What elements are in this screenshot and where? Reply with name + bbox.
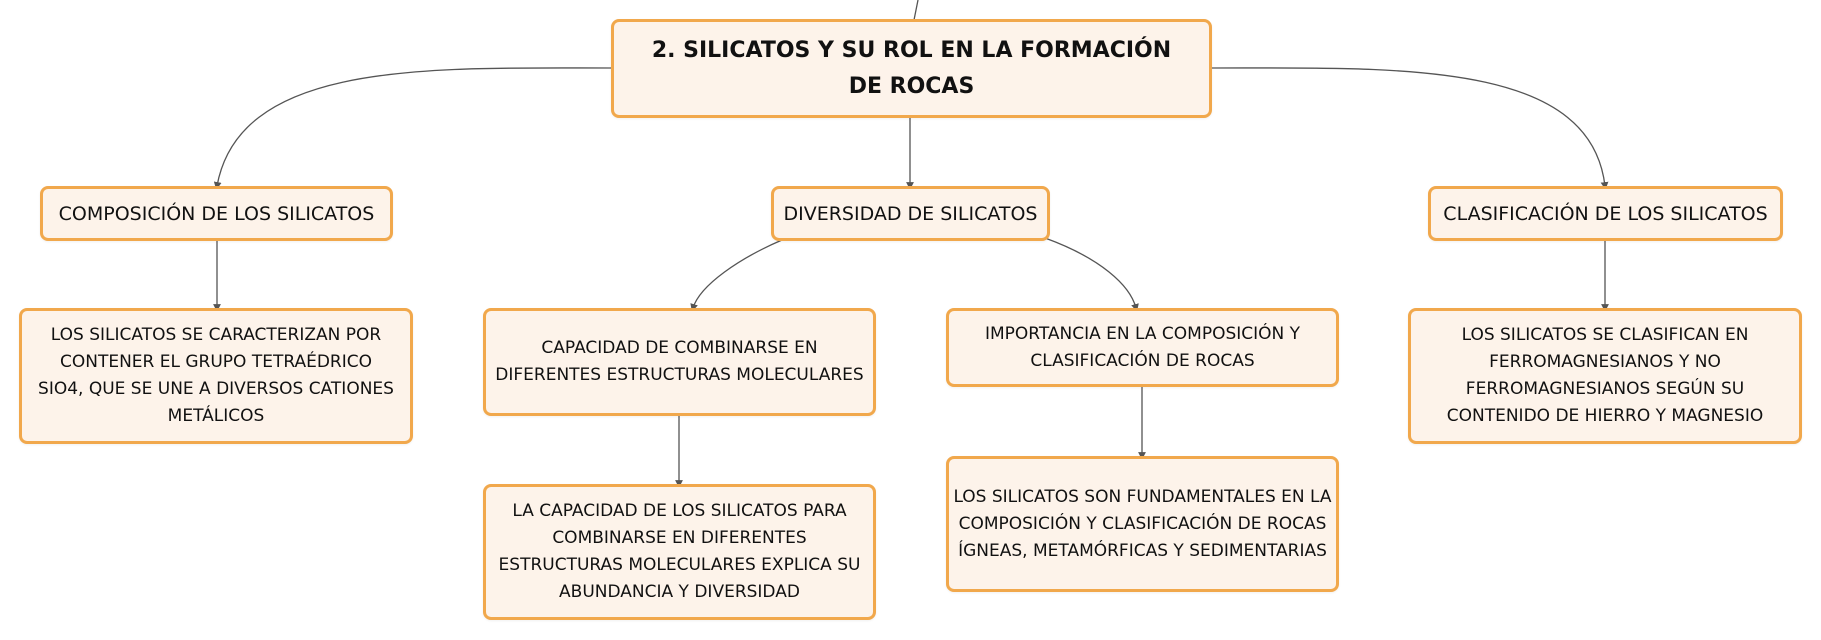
topic-importancia[interactable]: IMPORTANCIA EN LA COMPOSICIÓN Y CLASIFIC… [946, 308, 1339, 387]
detail-composicion[interactable]: LOS SILICATOS SE CARACTERIZAN POR CONTEN… [19, 308, 413, 444]
connector-root-to-clasificacion [1211, 67, 1609, 190]
topic-clasificacion[interactable]: CLASIFICACIÓN DE LOS SILICATOS [1428, 186, 1783, 241]
topic-composicion-label: COMPOSICIÓN DE LOS SILICATOS [58, 202, 375, 225]
root-topic[interactable]: 2. SILICATOS Y SU ROL EN LA FORMACIÓN DE… [611, 19, 1212, 118]
connector-root-to-composicion [213, 67, 612, 190]
detail-importancia-text: LOS SILICATOS SON FUNDAMENTALES EN LA CO… [953, 486, 1332, 561]
topic-capacidad-label: CAPACIDAD DE COMBINARSE EN DIFERENTES ES… [495, 338, 864, 385]
detail-capacidad-text: LA CAPACIDAD DE LOS SILICATOS PARA COMBI… [498, 501, 861, 602]
topic-clasificacion-label: CLASIFICACIÓN DE LOS SILICATOS [1443, 202, 1768, 225]
root-topic-label: 2. SILICATOS Y SU ROL EN LA FORMACIÓN DE… [651, 37, 1172, 99]
connector-diversidad-to-importancia [1044, 237, 1139, 312]
detail-clasificacion[interactable]: LOS SILICATOS SE CLASIFICAN EN FERROMAGN… [1408, 308, 1802, 444]
topic-capacidad[interactable]: CAPACIDAD DE COMBINARSE EN DIFERENTES ES… [483, 308, 876, 416]
topic-diversidad-label: DIVERSIDAD DE SILICATOS [783, 202, 1038, 225]
topic-importancia-label: IMPORTANCIA EN LA COMPOSICIÓN Y CLASIFIC… [984, 323, 1301, 371]
topic-diversidad[interactable]: DIVERSIDAD DE SILICATOS [771, 186, 1050, 241]
detail-composicion-text: LOS SILICATOS SE CARACTERIZAN POR CONTEN… [38, 325, 394, 426]
topic-composicion[interactable]: COMPOSICIÓN DE LOS SILICATOS [40, 186, 393, 241]
detail-importancia[interactable]: LOS SILICATOS SON FUNDAMENTALES EN LA CO… [946, 456, 1339, 592]
detail-capacidad[interactable]: LA CAPACIDAD DE LOS SILICATOS PARA COMBI… [483, 484, 876, 620]
connector-from-above [913, 0, 919, 21]
detail-clasificacion-text: LOS SILICATOS SE CLASIFICAN EN FERROMAGN… [1446, 325, 1764, 426]
connector-diversidad-to-capacidad [690, 239, 783, 312]
